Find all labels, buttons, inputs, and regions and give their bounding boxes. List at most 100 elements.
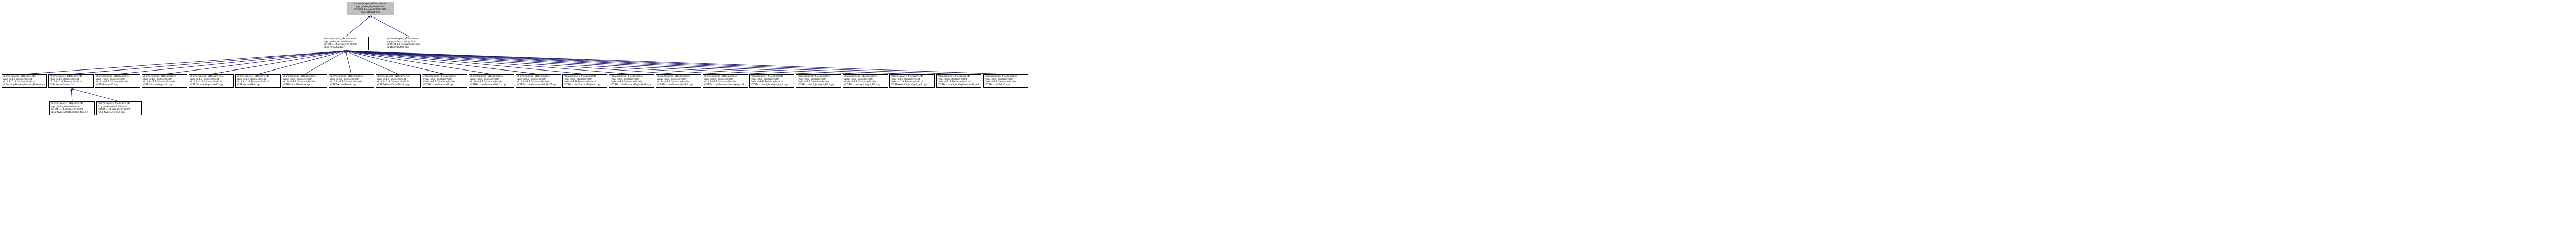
edge-to-iburningshader bbox=[345, 49, 866, 75]
node-ctrtexturegouraudalphanoz-cpp[interactable]: /home/wayne_f/Documents /cpp_indie_studi… bbox=[609, 74, 654, 88]
node-label-line: /cpp_indie_studio/Irrlicht bbox=[891, 78, 920, 81]
node-cdepthbuffer-h[interactable]: /home/wayne_f/Documents /cpp_indie_studi… bbox=[347, 2, 394, 15]
node-ctrtexturegouraudnoz2-cpp[interactable]: /home/wayne_f/Documents /cpp_indie_studi… bbox=[656, 74, 701, 88]
edge-to-iburningshader bbox=[345, 50, 445, 75]
node-label-line: /cpp_indie_studio/Irrlicht bbox=[237, 78, 266, 81]
node-label-line: /cpp_indie_studio/Irrlicht bbox=[798, 78, 827, 81]
node-label-line: /home/wayne_f/Documents bbox=[143, 75, 176, 78]
edge-to-iburningshader bbox=[345, 49, 819, 75]
node-cdepthbuffer-cpp[interactable]: /home/wayne_f/Documents /cpp_indie_studi… bbox=[386, 37, 432, 50]
node-label-line: /Irrlicht-1.8.3/source/Irrlicht bbox=[51, 108, 83, 111]
node-label-line: /home/wayne_f/Documents bbox=[3, 75, 36, 78]
edge-to-iburningshader bbox=[345, 50, 679, 75]
node-label-line: /Irrlicht-1.8.3/source/Irrlicht bbox=[564, 81, 596, 84]
node-label-line: /CTRTextureLightMapGouraud2_M4.cpp bbox=[938, 83, 981, 86]
node-label-line: /Irrlicht-1.8.3/source/Irrlicht bbox=[657, 81, 690, 84]
node-label-line: /home/wayne_f/Documents bbox=[354, 3, 387, 5]
node-label-line: /Irrlicht-1.8.3/source/Irrlicht bbox=[354, 8, 387, 11]
node-label-line: /CSoftwareDriver2.cpp bbox=[98, 111, 125, 114]
node-label-line: /home/wayne_f/Documents bbox=[985, 75, 1017, 78]
node-label-line: /Irrlicht-1.8.3/source/Irrlicht bbox=[387, 43, 420, 46]
node-label-line: /home/wayne_f/Documents bbox=[387, 38, 420, 40]
node-ctrtexturelightmap2-m2-cpp[interactable]: /home/wayne_f/Documents /cpp_indie_studi… bbox=[843, 74, 888, 88]
node-ctrtexturegouraudaddnoz2-cpp[interactable]: /home/wayne_f/Documents /cpp_indie_studi… bbox=[516, 74, 561, 88]
node-label-line: /Irrlicht-1.8.3/source/Irrlicht bbox=[517, 81, 550, 84]
node-label-line: /cpp_indie_studio/Irrlicht bbox=[751, 78, 780, 81]
node-csoftwaredriver2-h[interactable]: /home/wayne_f/Documents /cpp_indie_studi… bbox=[48, 74, 94, 88]
edge-to-iburningshader bbox=[345, 50, 632, 75]
node-label-line: /CTRTextureGouraudAdd2.cpp bbox=[470, 83, 506, 86]
node-label-line: /CDepthBuffer.h bbox=[361, 11, 380, 14]
edge-to-iburningshader bbox=[71, 50, 346, 75]
node-ctrtexturelightmap2-add-cpp[interactable]: /home/wayne_f/Documents /cpp_indie_studi… bbox=[749, 74, 794, 88]
node-label-line: /Irrlicht-1.8.3/source/Irrlicht bbox=[844, 81, 877, 84]
node-ctrgouraudalphanoz2-cpp[interactable]: /home/wayne_f/Documents /cpp_indie_studi… bbox=[189, 74, 234, 88]
node-label-line: /home/wayne_f/Documents bbox=[324, 38, 357, 40]
node-label-line: /Irrlicht-1.8.3/source/Irrlicht bbox=[190, 81, 223, 84]
node-cburningshader-raster-reference-cpp[interactable]: /home/wayne_f/Documents /cpp_indie_studi… bbox=[2, 74, 47, 88]
edge-to-iburningshader bbox=[258, 50, 346, 75]
node-label-line: /Irrlicht-1.8.3/source/Irrlicht bbox=[891, 81, 923, 84]
node-ctrnormalmap-cpp[interactable]: /home/wayne_f/Documents /cpp_indie_studi… bbox=[235, 74, 281, 88]
edge-cdepthbuffer-cpp-to-cdepthbuffer-h bbox=[370, 15, 410, 37]
node-label-line: /home/wayne_f/Documents bbox=[96, 75, 129, 78]
node-ctrstencilshadow-cpp[interactable]: /home/wayne_f/Documents /cpp_indie_studi… bbox=[282, 74, 327, 88]
node-csoftwaredriver2-cpp[interactable]: /home/wayne_f/Documents /cpp_indie_studi… bbox=[96, 101, 142, 115]
node-label-line: /CSoftware2MaterialRenderer.h bbox=[51, 111, 88, 114]
node-ctrtexturelightmap2-m1-cpp[interactable]: /home/wayne_f/Documents /cpp_indie_studi… bbox=[796, 74, 841, 88]
node-label-line: /cpp_indie_studio/Irrlicht bbox=[470, 78, 500, 81]
node-label-line: /Irrlicht-1.8.3/source/Irrlicht bbox=[985, 81, 1017, 84]
node-ctrtextureblend-cpp[interactable]: /home/wayne_f/Documents /cpp_indie_studi… bbox=[329, 74, 374, 88]
node-csoftware2materialrenderer-h[interactable]: /home/wayne_f/Documents /cpp_indie_studi… bbox=[49, 101, 95, 115]
node-label-line: /cpp_indie_studio/Irrlicht bbox=[143, 78, 173, 81]
node-label-line: /home/wayne_f/Documents bbox=[330, 75, 363, 78]
edge-to-iburningshader bbox=[345, 50, 585, 75]
edge-to-iburningshader bbox=[345, 49, 1006, 75]
node-ctrtexturegouraud2-cpp[interactable]: /home/wayne_f/Documents /cpp_indie_studi… bbox=[422, 74, 467, 88]
node-label-line: /Irrlicht-1.8.3/source/Irrlicht bbox=[377, 81, 410, 84]
node-ctrtexturegouraudvertexalpha2-cpp[interactable]: /home/wayne_f/Documents /cpp_indie_studi… bbox=[703, 74, 748, 88]
node-label-line: /Irrlicht-1.8.3/source/Irrlicht bbox=[143, 81, 176, 84]
node-label-line: /home/wayne_f/Documents bbox=[564, 75, 596, 78]
node-ctrtexturelightmap2-m4-cpp[interactable]: /home/wayne_f/Documents /cpp_indie_studi… bbox=[889, 74, 935, 88]
node-label-line: /CDepthBuffer.cpp bbox=[387, 46, 410, 49]
node-ctrgouraudalpha2-cpp[interactable]: /home/wayne_f/Documents /cpp_indie_studi… bbox=[142, 74, 187, 88]
node-label-line: /CTRNormalMap.cpp bbox=[237, 83, 261, 86]
edge-to-iburningshader bbox=[345, 50, 726, 75]
node-label-line: /Irrlicht-1.8.3/source/Irrlicht bbox=[283, 81, 316, 84]
node-label-line: /CTRTextureWire2.cpp bbox=[985, 83, 1011, 86]
node-ctrtexturegouraudadd2-cpp[interactable]: /home/wayne_f/Documents /cpp_indie_studi… bbox=[469, 74, 514, 88]
node-label-line: /cpp_indie_studio/Irrlicht bbox=[98, 105, 127, 108]
node-iburningshader-h[interactable]: /home/wayne_f/Documents /cpp_indie_studi… bbox=[323, 37, 369, 50]
node-label-line: /cpp_indie_studio/Irrlicht bbox=[938, 78, 967, 81]
node-label-line: /home/wayne_f/Documents bbox=[51, 102, 83, 105]
node-label-line: /cpp_indie_studio/Irrlicht bbox=[377, 78, 406, 81]
node-label-line: /cpp_indie_studio/Irrlicht bbox=[704, 78, 734, 81]
edge-to-iburningshader bbox=[345, 50, 399, 75]
node-label-line: /home/wayne_f/Documents bbox=[98, 102, 130, 105]
node-ctrtexturewire2-cpp[interactable]: /home/wayne_f/Documents /cpp_indie_studi… bbox=[983, 74, 1028, 88]
node-ctrtexturedetailmap2-cpp[interactable]: /home/wayne_f/Documents /cpp_indie_studi… bbox=[376, 74, 421, 88]
node-label-line: /cpp_indie_studio/Irrlicht bbox=[283, 78, 313, 81]
node-ctrgouraud2-cpp[interactable]: /home/wayne_f/Documents /cpp_indie_studi… bbox=[95, 74, 140, 88]
node-label-line: /home/wayne_f/Documents bbox=[751, 75, 783, 78]
node-label-line: /CTRTextureGouraudAlpha.cpp bbox=[564, 83, 600, 86]
node-label-line: /CTRTextureGouraud2.cpp bbox=[423, 83, 454, 86]
node-label-line: /home/wayne_f/Documents bbox=[377, 75, 410, 78]
node-label-line: /cpp_indie_studio/Irrlicht bbox=[985, 78, 1014, 81]
node-label-line: /cpp_indie_studio/Irrlicht bbox=[96, 78, 126, 81]
node-label-line: /cpp_indie_studio/Irrlicht bbox=[387, 40, 417, 43]
node-label-line: /home/wayne_f/Documents bbox=[283, 75, 316, 78]
node-label-line: /cpp_indie_studio/Irrlicht bbox=[611, 78, 640, 81]
node-label-line: /cpp_indie_studio/Irrlicht bbox=[190, 78, 219, 81]
node-ctrtexturegouraudalpha-cpp[interactable]: /home/wayne_f/Documents /cpp_indie_studi… bbox=[562, 74, 607, 88]
node-label-line: /CTRTextureGouraudVertexAlpha2.cpp bbox=[704, 83, 748, 86]
node-ctrtexturelightmapgouraud2-m4-cpp[interactable]: /home/wayne_f/Documents /cpp_indie_studi… bbox=[936, 74, 981, 88]
node-label-line: /CTRGouraudAlpha2.cpp bbox=[143, 83, 173, 86]
edge-to-iburningshader bbox=[345, 50, 539, 75]
node-label-line: /Irrlicht-1.8.3/source/Irrlicht bbox=[96, 81, 129, 84]
node-label-line: /cpp_indie_studio/Irrlicht bbox=[423, 78, 453, 81]
node-label-line: /CTRStencilShadow.cpp bbox=[283, 83, 311, 86]
